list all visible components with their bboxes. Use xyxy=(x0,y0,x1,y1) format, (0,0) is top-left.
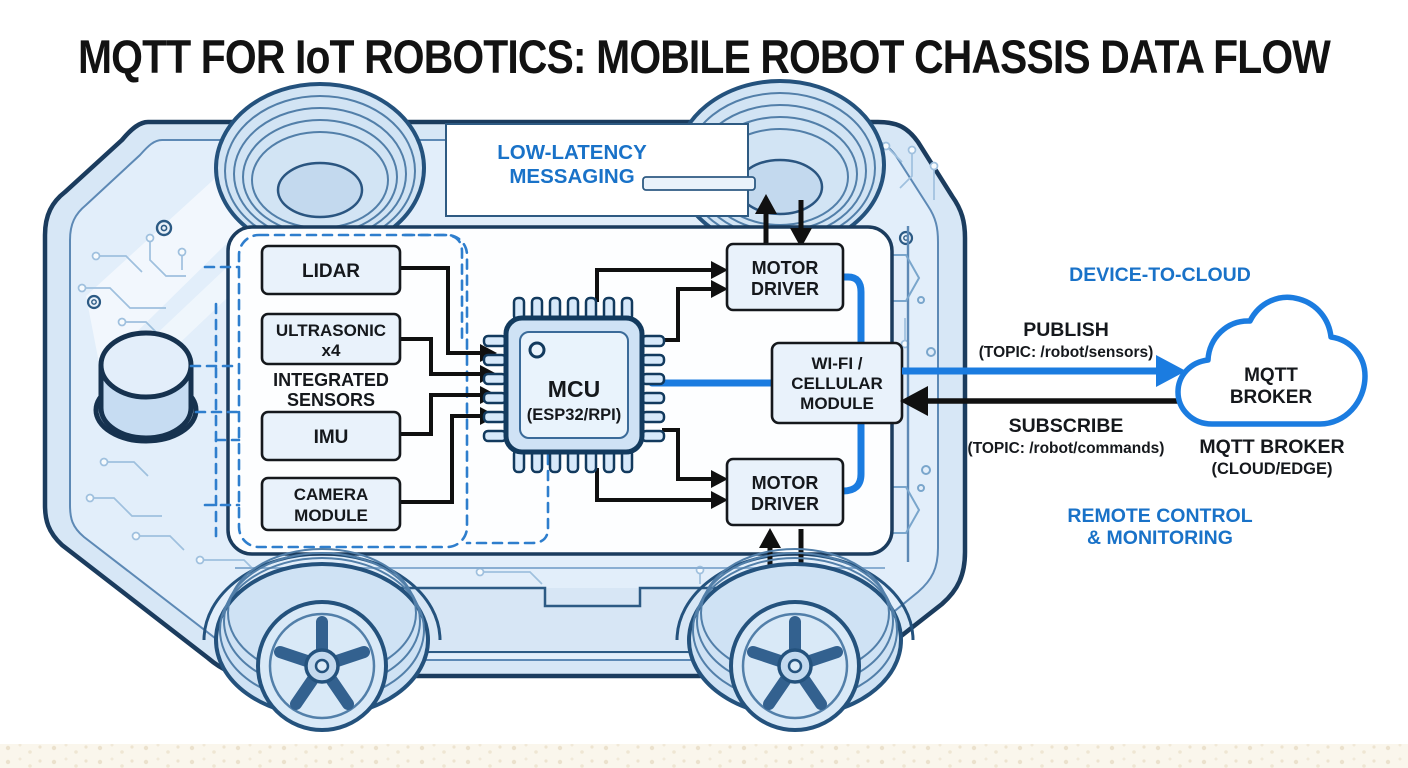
motor-bottom-label-line2: DRIVER xyxy=(751,494,819,514)
camera-label-line1: CAMERA xyxy=(294,485,369,504)
motor-top-label-line2: DRIVER xyxy=(751,279,819,299)
wheel-bottom-right-icon xyxy=(687,548,903,732)
low-latency-label-line1: LOW-LATENCY xyxy=(497,141,647,164)
remote-control-label-line2: & MONITORING xyxy=(1087,527,1233,549)
lidar-label: LIDAR xyxy=(302,261,360,282)
motor-bottom-label-line1: MOTOR xyxy=(752,473,819,493)
motor-top-label-line1: MOTOR xyxy=(752,258,819,278)
ground-strip xyxy=(0,744,1408,768)
mcu-chip-icon: MCU (ESP32/RPI) xyxy=(482,296,666,474)
lidar-box xyxy=(260,244,402,296)
page-title: MQTT FOR IoT ROBOTICS: MOBILE ROBOT CHAS… xyxy=(78,30,1331,83)
wifi-label-line1: WI-FI / xyxy=(812,354,863,373)
publish-arrow xyxy=(902,355,1186,387)
mcu-label-line2: (ESP32/RPI) xyxy=(527,406,621,424)
broker-caption-line1: MQTT BROKER xyxy=(1199,436,1344,458)
subscribe-label: SUBSCRIBE xyxy=(1009,415,1124,437)
publish-label: PUBLISH xyxy=(1023,319,1109,341)
motor-driver-bottom-box: MOTOR DRIVER xyxy=(725,457,845,527)
blue-data-bus xyxy=(648,273,865,495)
cloud-label-line2: BROKER xyxy=(1230,387,1313,408)
camera-label-line2: MODULE xyxy=(294,506,368,525)
cloud-label-line1: MQTT xyxy=(1244,365,1298,386)
integrated-sensors-label-line2: SENSORS xyxy=(287,390,375,410)
lidar-puck-icon xyxy=(93,330,199,444)
imu-label: IMU xyxy=(314,427,349,448)
wheel-bottom-left-icon xyxy=(214,548,430,732)
sensor-group-dashed-boundary xyxy=(189,233,550,549)
wifi-cellular-box: WI-FI / CELLULAR MODULE xyxy=(770,341,904,425)
remote-control-label-line1: REMOTE CONTROL xyxy=(1067,505,1252,527)
ultrasonic-label-line1: ULTRASONIC xyxy=(276,321,386,340)
broker-caption-line2: (CLOUD/EDGE) xyxy=(1212,460,1333,478)
motor-driver-top-box: MOTOR DRIVER xyxy=(725,242,845,312)
mcu-pin1-dot xyxy=(528,341,546,359)
sensor-boxes: LIDAR ULTRASONIC x4 INTEGRATED SENSORS I… xyxy=(260,244,402,532)
wheel-top-left-icon xyxy=(214,82,426,254)
camera-box xyxy=(260,476,402,532)
subscribe-topic: (TOPIC: /robot/commands) xyxy=(968,440,1165,457)
wifi-label-line3: MODULE xyxy=(800,394,874,413)
low-latency-label-line2: MESSAGING xyxy=(509,165,634,188)
integrated-sensors-label-line1: INTEGRATED xyxy=(273,370,389,390)
subscribe-arrow xyxy=(900,386,1188,416)
wifi-label-line2: CELLULAR xyxy=(791,374,883,393)
vent-slot xyxy=(642,176,756,191)
mcu-to-motor-wires xyxy=(595,261,728,509)
mqtt-broker-cloud-icon: MQTT BROKER xyxy=(1175,294,1368,427)
publish-topic: (TOPIC: /robot/sensors) xyxy=(979,344,1154,361)
imu-box xyxy=(260,410,402,462)
mcu-label-line1: MCU xyxy=(548,376,600,402)
device-to-cloud-label: DEVICE-TO-CLOUD xyxy=(1069,264,1251,286)
ultrasonic-label-line2: x4 xyxy=(322,341,341,360)
circuit-traces xyxy=(77,141,939,585)
ultrasonic-box xyxy=(260,312,402,366)
messaging-label-bay xyxy=(445,123,749,217)
